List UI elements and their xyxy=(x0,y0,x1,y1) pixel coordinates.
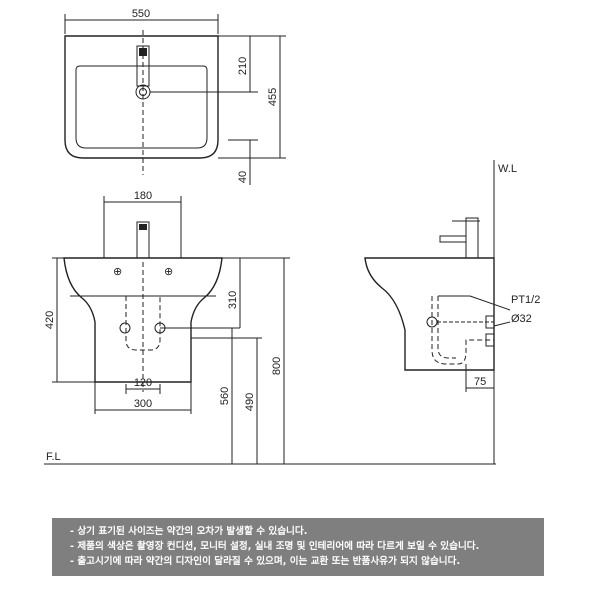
top-bowl-outline xyxy=(75,65,208,149)
note-line: - 상기 표기된 사이즈는 약간의 오차가 발생할 수 있습니다. xyxy=(70,526,308,537)
side-supply-fitting xyxy=(485,315,495,329)
dim-front-bracket-height: 490 xyxy=(244,393,256,411)
side-trap xyxy=(431,296,494,365)
leader-line xyxy=(493,321,511,327)
dim-top-depth: 455 xyxy=(267,88,279,106)
dim-front-outlet-height: 560 xyxy=(219,387,231,405)
side-pipe-label: Ø32 xyxy=(511,313,532,325)
side-basin-outline xyxy=(364,257,495,371)
top-view: 550 210 455 40 xyxy=(64,8,286,185)
dim-front-tap-spacing: 180 xyxy=(134,190,152,202)
dim-front-total-height: 800 xyxy=(271,357,283,375)
front-faucet-handle xyxy=(139,224,147,230)
dim-top-back-gap: 40 xyxy=(237,171,249,183)
note-line: - 제품의 색상은 촬영장 컨디션, 모니터 설정, 실내 조명 및 인테리어에… xyxy=(70,541,480,552)
notes-box: - 상기 표기된 사이즈는 약간의 오차가 발생할 수 있습니다. - 제품의 … xyxy=(52,518,544,576)
side-faucet xyxy=(465,217,479,261)
wall-line-label: W.L xyxy=(498,163,517,175)
front-valve xyxy=(119,322,131,334)
side-view: W.L PT1/2 Ø32 75 xyxy=(364,160,540,464)
top-faucet-handle xyxy=(139,48,147,56)
front-view: 180 ⊕ ⊕ 420 120 300 310 xyxy=(44,190,290,464)
side-trap-inner xyxy=(437,296,456,359)
floor-line-label: F.L xyxy=(46,451,61,463)
dim-front-height: 420 xyxy=(44,311,56,329)
dim-front-drain-height: 310 xyxy=(227,291,239,309)
front-tap-hole: ⊕ xyxy=(113,266,122,278)
note-line: - 출고시기에 따라 약간의 디자인이 달라질 수 있으며, 이는 교환 또는 … xyxy=(70,556,461,567)
dim-top-width: 550 xyxy=(132,8,150,20)
dim-side-wall-offset: 75 xyxy=(474,376,486,388)
side-drain-fitting xyxy=(485,333,495,347)
side-faucet-spout xyxy=(439,235,466,243)
front-tap-hole: ⊕ xyxy=(164,266,173,278)
dim-front-trap-spacing: 120 xyxy=(134,377,152,389)
side-thread-label: PT1/2 xyxy=(511,294,540,306)
leader-line xyxy=(469,295,511,311)
dim-top-tap-offset: 210 xyxy=(237,57,249,75)
dim-front-pedestal-width: 300 xyxy=(134,398,152,410)
